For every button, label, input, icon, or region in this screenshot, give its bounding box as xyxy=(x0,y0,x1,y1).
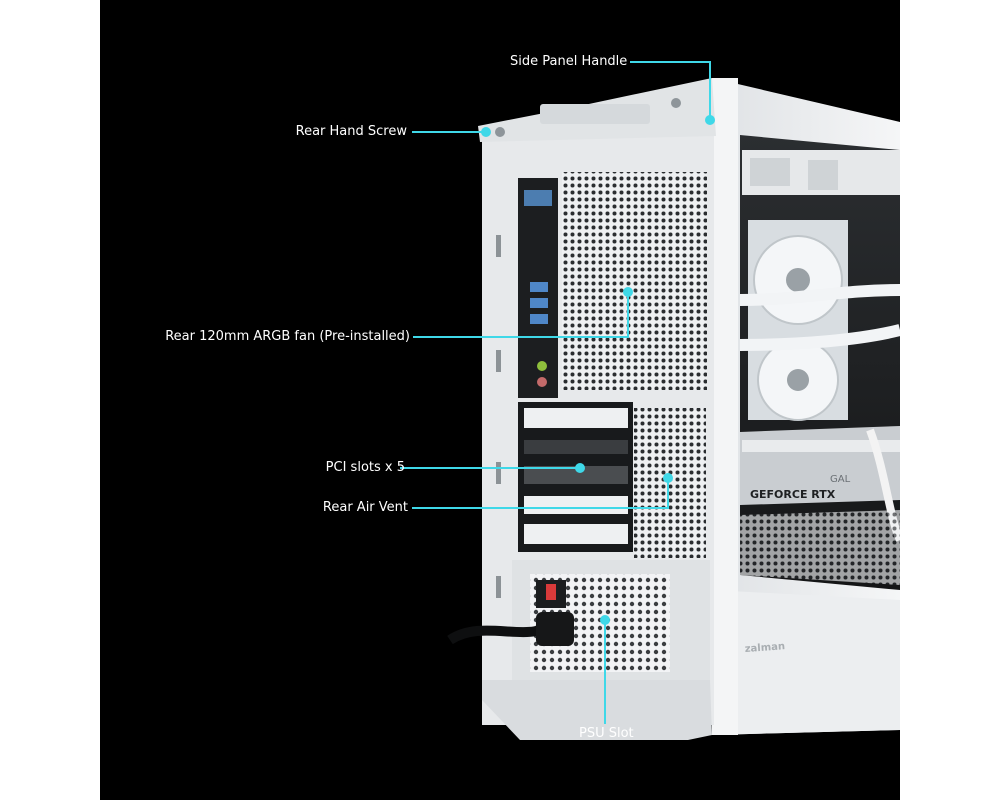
gpu-brand-text: GEFORCE RTX xyxy=(750,488,836,501)
label-pci-slots: PCI slots x 5 xyxy=(325,460,405,475)
case-side: GEFORCE RTX GAL zalman xyxy=(712,78,900,735)
dot-rear-air-vent xyxy=(663,473,673,483)
label-rear-fan: Rear 120mm ARGB fan (Pre-installed) xyxy=(165,329,410,344)
label-side-panel-handle: Side Panel Handle xyxy=(510,54,628,69)
callout-side-panel-handle xyxy=(630,61,711,120)
callout-rear-air-vent xyxy=(412,478,669,509)
dot-side-panel-handle xyxy=(705,115,715,125)
callout-lines xyxy=(400,61,711,724)
dot-rear-fan xyxy=(623,287,633,297)
dot-pci-slots xyxy=(575,463,585,473)
label-psu-slot: PSU Slot xyxy=(579,726,634,741)
gpu-maker-text: GAL xyxy=(830,474,851,485)
case-brand-text: zalman xyxy=(744,641,785,655)
label-rear-hand-screw: Rear Hand Screw xyxy=(295,124,407,139)
label-rear-air-vent: Rear Air Vent xyxy=(322,500,408,515)
dot-rear-hand-screw xyxy=(481,127,491,137)
dot-psu-slot xyxy=(600,615,610,625)
case-rear-panel xyxy=(447,78,716,740)
callout-dots xyxy=(481,115,715,625)
callout-rear-fan xyxy=(413,292,629,338)
pc-case-illustration: GEFORCE RTX GAL zalman xyxy=(400,61,900,740)
black-backdrop: GEFORCE RTX GAL zalman xyxy=(100,0,900,800)
